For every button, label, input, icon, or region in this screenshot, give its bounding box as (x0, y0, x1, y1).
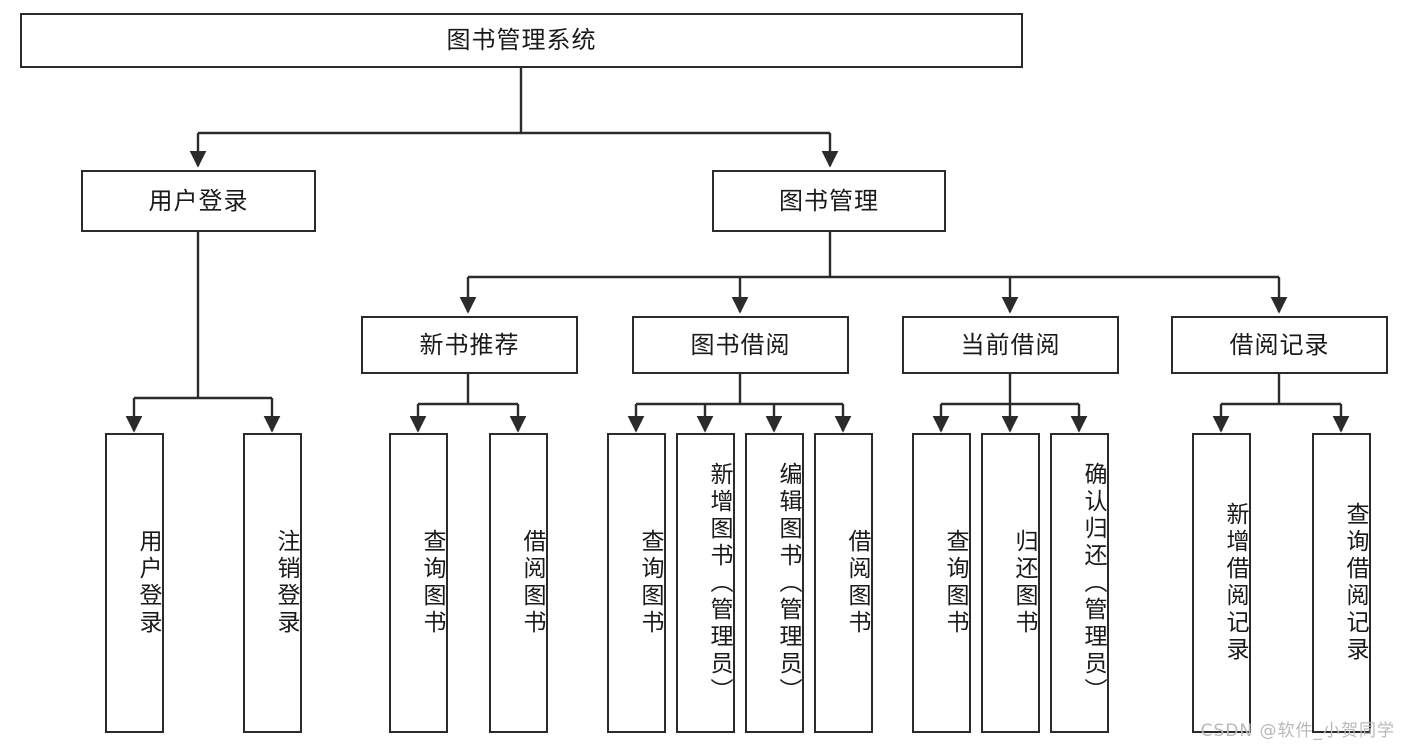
node-leaf-user-logout-label: 注销登录 (273, 529, 299, 637)
node-leaf-confirm-return-label: 确认归还（管理员） (1080, 461, 1106, 705)
node-leaf-return-book-label: 归还图书 (1011, 529, 1037, 637)
node-leaf-borrow-book-1[interactable]: 借阅图书 (489, 433, 548, 733)
node-leaf-user-login-label: 用户登录 (135, 529, 161, 637)
node-leaf-return-book[interactable]: 归还图书 (981, 433, 1040, 733)
node-leaf-borrow-book-2[interactable]: 借阅图书 (814, 433, 873, 733)
node-leaf-user-logout[interactable]: 注销登录 (243, 433, 302, 733)
node-book-manage-label: 图书管理 (779, 186, 879, 215)
node-new-book-rec-label: 新书推荐 (419, 330, 520, 359)
node-leaf-query-book-2[interactable]: 查询图书 (607, 433, 666, 733)
node-leaf-edit-book[interactable]: 编辑图书（管理员） (745, 433, 804, 733)
node-leaf-add-book[interactable]: 新增图书（管理员） (676, 433, 735, 733)
node-root[interactable]: 图书管理系统 (20, 13, 1023, 68)
node-leaf-add-record-label: 新增借阅记录 (1222, 502, 1248, 664)
node-borrow-record-label: 借阅记录 (1229, 330, 1330, 359)
node-leaf-add-record[interactable]: 新增借阅记录 (1192, 433, 1251, 733)
node-leaf-add-book-label: 新增图书（管理员） (706, 461, 732, 705)
node-leaf-user-login[interactable]: 用户登录 (105, 433, 164, 733)
node-user-login[interactable]: 用户登录 (81, 170, 316, 232)
node-current-borrow[interactable]: 当前借阅 (902, 316, 1119, 374)
csdn-watermark: CSDN @软件_小贺同学 (1200, 721, 1395, 741)
node-leaf-edit-book-label: 编辑图书（管理员） (775, 461, 801, 705)
node-user-login-label: 用户登录 (148, 186, 249, 215)
node-leaf-query-record-label: 查询借阅记录 (1342, 502, 1368, 664)
node-leaf-query-book-2-label: 查询图书 (637, 529, 663, 637)
node-new-book-rec[interactable]: 新书推荐 (361, 316, 578, 374)
node-leaf-query-book-1-label: 查询图书 (419, 529, 445, 637)
node-book-borrow[interactable]: 图书借阅 (632, 316, 849, 374)
node-book-manage[interactable]: 图书管理 (712, 170, 946, 232)
node-leaf-borrow-book-1-label: 借阅图书 (519, 529, 545, 637)
node-book-borrow-label: 图书借阅 (690, 330, 791, 359)
node-current-borrow-label: 当前借阅 (960, 330, 1061, 359)
node-borrow-record[interactable]: 借阅记录 (1171, 316, 1388, 374)
node-root-label: 图书管理系统 (446, 26, 597, 55)
node-leaf-query-book-3[interactable]: 查询图书 (912, 433, 971, 733)
node-leaf-query-book-1[interactable]: 查询图书 (389, 433, 448, 733)
node-leaf-borrow-book-2-label: 借阅图书 (844, 529, 870, 637)
node-leaf-confirm-return[interactable]: 确认归还（管理员） (1050, 433, 1109, 733)
node-leaf-query-record[interactable]: 查询借阅记录 (1312, 433, 1371, 733)
node-leaf-query-book-3-label: 查询图书 (942, 529, 968, 637)
